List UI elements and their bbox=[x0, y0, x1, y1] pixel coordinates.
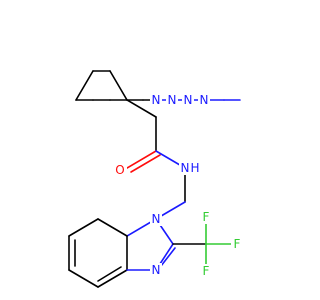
atom-carbonyl-oxygen: O bbox=[115, 163, 124, 177]
atom-fluorine-right: F bbox=[234, 237, 241, 251]
atom-benzimidazole-n1: N bbox=[152, 212, 161, 226]
structure-drawing: N N N N O N H N N F F F bbox=[68, 70, 243, 288]
cyclohexane-ring bbox=[75, 70, 128, 101]
atom-tetrazole-n2: N bbox=[168, 93, 177, 107]
atom-amide-hydrogen: H bbox=[190, 161, 199, 175]
atom-tetrazole-n1: N bbox=[152, 93, 161, 107]
atom-fluorine-bottom: F bbox=[203, 264, 210, 278]
amide-chain bbox=[126, 99, 186, 220]
atom-amide-nitrogen: N bbox=[181, 161, 190, 175]
atom-labels: N N N N O N H N N F F F bbox=[114, 93, 243, 278]
atom-tetrazole-n3: N bbox=[184, 93, 193, 107]
molecule-canvas: N N N N O N H N N F F F bbox=[68, 70, 243, 288]
atom-benzimidazole-n3: N bbox=[152, 263, 161, 277]
atom-fluorine-top: F bbox=[203, 210, 210, 224]
trifluoromethyl-group bbox=[172, 218, 236, 270]
atom-tetrazole-n4: N bbox=[200, 93, 209, 107]
